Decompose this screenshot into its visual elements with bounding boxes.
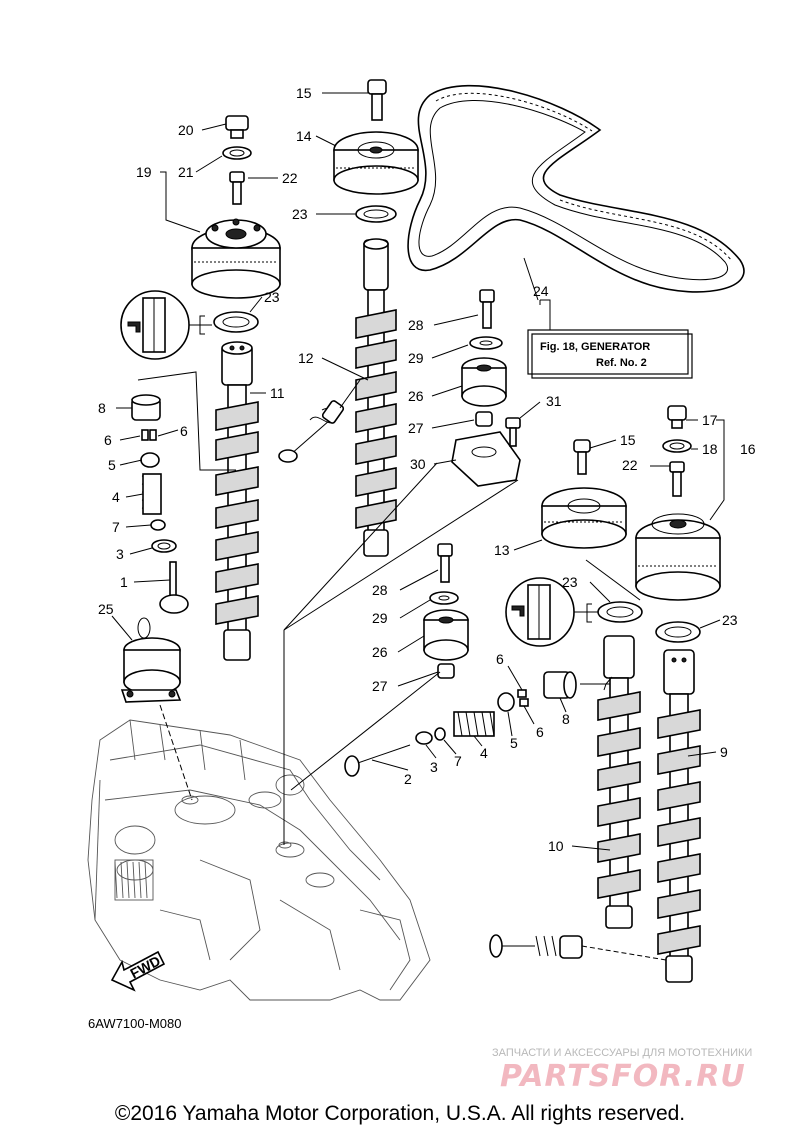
fwd-label: FWD bbox=[127, 952, 163, 981]
part-label: 24 bbox=[533, 283, 549, 299]
part-label: 7 bbox=[112, 519, 120, 535]
part-label: 25 bbox=[98, 601, 114, 617]
part-label: 18 bbox=[702, 441, 718, 457]
part-label: 27 bbox=[372, 678, 388, 694]
part-label: 17 bbox=[702, 412, 718, 428]
copyright-notice: ©2016 Yamaha Motor Corporation, U.S.A. A… bbox=[114, 1102, 686, 1125]
center-pulley bbox=[333, 79, 419, 195]
part-label: 1 bbox=[120, 574, 128, 590]
diagram-code: 6AW7100-M080 bbox=[88, 1016, 181, 1031]
part-label: 31 bbox=[546, 393, 562, 409]
part-label: 8 bbox=[98, 400, 106, 416]
engine-block bbox=[87, 719, 431, 1001]
part-label: 27 bbox=[408, 420, 424, 436]
part-label: 28 bbox=[408, 317, 424, 333]
part-label: 6 bbox=[104, 432, 112, 448]
fwd-arrow-icon: FWD bbox=[110, 950, 166, 992]
part-label: 20 bbox=[178, 122, 194, 138]
right-bottom-valve bbox=[489, 934, 667, 961]
right-exhaust-pulley bbox=[635, 405, 721, 601]
part-label: 26 bbox=[372, 644, 388, 660]
part-label: 13 bbox=[494, 542, 510, 558]
generator-reference-callout: Fig. 18, GENERATOR Ref. No. 2 bbox=[527, 299, 693, 379]
part-label: 5 bbox=[108, 457, 116, 473]
part-label: 23 bbox=[264, 289, 280, 305]
part-label: 28 bbox=[372, 582, 388, 598]
part-label: 26 bbox=[408, 388, 424, 404]
right-camshaft-10 bbox=[597, 635, 641, 929]
part-label: 4 bbox=[112, 489, 120, 505]
part-label: 29 bbox=[372, 610, 388, 626]
upper-idler-parts bbox=[451, 289, 521, 487]
part-label: 30 bbox=[410, 456, 426, 472]
part-label: 6 bbox=[496, 651, 504, 667]
part-label: 3 bbox=[430, 759, 438, 775]
part-label: 4 bbox=[480, 745, 488, 761]
part-labels: 15 14 23 20 21 19 22 23 11 12 28 29 26 2… bbox=[98, 85, 756, 854]
left-pulley-assembly bbox=[191, 115, 281, 299]
right-inset-detail bbox=[505, 577, 701, 647]
part-label: 6 bbox=[180, 423, 188, 439]
part-label: 22 bbox=[282, 170, 298, 186]
part-label: 6 bbox=[536, 724, 544, 740]
left-inset-detail bbox=[120, 290, 212, 360]
part-label: 15 bbox=[296, 85, 312, 101]
callout-line-1: Fig. 18, GENERATOR bbox=[540, 341, 650, 353]
callout-line-2: Ref. No. 2 bbox=[596, 357, 647, 369]
part-label: 7 bbox=[454, 753, 462, 769]
part-label: 15 bbox=[620, 432, 636, 448]
part-label: 22 bbox=[622, 457, 638, 473]
part-label: 8 bbox=[562, 711, 570, 727]
part-label: 29 bbox=[408, 350, 424, 366]
part-label: 19 bbox=[136, 164, 152, 180]
part-label: 5 bbox=[510, 735, 518, 751]
part-label: 23 bbox=[562, 574, 578, 590]
assembly-leader-lines bbox=[159, 462, 519, 845]
left-valve-stack bbox=[131, 394, 189, 614]
watermark-tagline: ЗАПЧАСТИ И АКСЕССУАРЫ ДЛЯ МОТОТЕХНИКИ bbox=[492, 1047, 752, 1059]
part-label: 2 bbox=[404, 771, 412, 787]
center-seal bbox=[355, 205, 397, 223]
part-label: 12 bbox=[298, 350, 314, 366]
part-label: 3 bbox=[116, 546, 124, 562]
part-label: 10 bbox=[548, 838, 564, 854]
center-camshaft bbox=[355, 238, 397, 557]
watermark-brand: PARTSFOR.RU bbox=[500, 1059, 746, 1094]
part-label: 23 bbox=[292, 206, 308, 222]
right-camshaft-9 bbox=[657, 649, 701, 983]
part-label: 14 bbox=[296, 128, 312, 144]
lower-idler-parts bbox=[423, 543, 469, 679]
part-label: 11 bbox=[270, 385, 285, 401]
center-valve bbox=[278, 400, 345, 463]
left-camshaft bbox=[215, 341, 259, 661]
left-seal bbox=[213, 311, 259, 333]
watermark: ЗАПЧАСТИ И АКСЕССУАРЫ ДЛЯ МОТОТЕХНИКИ PA… bbox=[492, 1047, 752, 1094]
part-label: 16 bbox=[740, 441, 756, 457]
right-intake-pulley bbox=[541, 439, 627, 549]
label-leaders bbox=[111, 92, 725, 851]
part-label: 9 bbox=[720, 744, 728, 760]
tensioner bbox=[120, 617, 182, 703]
part-label: 23 bbox=[722, 612, 738, 628]
part-label: 21 bbox=[178, 164, 194, 180]
timing-belt bbox=[407, 84, 745, 293]
